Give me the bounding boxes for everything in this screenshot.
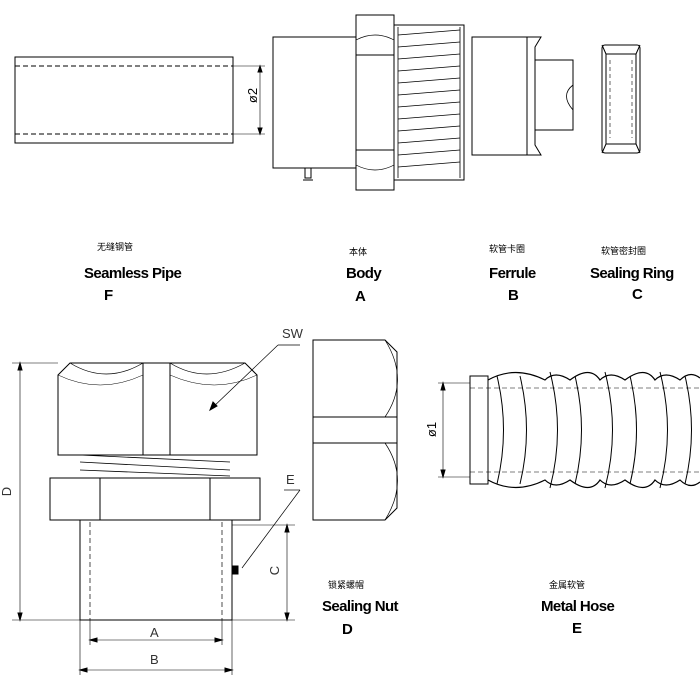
part-en-sealing-nut: Sealing Nut bbox=[322, 598, 399, 615]
body-drawing bbox=[272, 14, 465, 191]
part-code-b: B bbox=[508, 287, 519, 304]
part-code-f: F bbox=[104, 287, 114, 304]
part-cn-ferrule: 软管卡圈 bbox=[489, 244, 526, 254]
assembled-fitting-drawing bbox=[12, 344, 301, 675]
part-en-sealing-ring: Sealing Ring bbox=[590, 265, 674, 282]
part-en-seamless-pipe: Seamless Pipe bbox=[84, 265, 182, 282]
part-cn-metal-hose: 金属软管 bbox=[549, 580, 586, 590]
ferrule-drawing bbox=[471, 36, 574, 156]
part-code-c: C bbox=[632, 286, 643, 303]
part-code-e: E bbox=[572, 620, 583, 637]
part-code-d: D bbox=[342, 621, 353, 638]
part-cn-sealing-ring: 软管密封圈 bbox=[601, 246, 647, 256]
part-cn-body: 本体 bbox=[349, 247, 368, 257]
part-cn-seamless-pipe: 无缝钢管 bbox=[97, 242, 134, 252]
dimension-phi1: ø1 bbox=[424, 421, 440, 438]
dimension-phi2: ø2 bbox=[245, 87, 261, 104]
dimension-sw: SW bbox=[282, 326, 303, 341]
seamless-pipe-drawing bbox=[14, 56, 265, 144]
part-en-ferrule: Ferrule bbox=[489, 265, 536, 282]
sealing-ring-drawing bbox=[601, 44, 641, 154]
dimension-c: C bbox=[267, 565, 283, 576]
part-en-metal-hose: Metal Hose bbox=[541, 598, 615, 615]
sealing-nut-drawing bbox=[312, 339, 398, 521]
dimension-d: D bbox=[0, 486, 15, 497]
part-cn-sealing-nut: 锁紧螺帽 bbox=[328, 580, 365, 590]
part-en-body: Body bbox=[346, 265, 382, 282]
metal-hose-drawing bbox=[438, 371, 700, 489]
dimension-b: B bbox=[150, 652, 159, 667]
part-code-a: A bbox=[355, 288, 366, 305]
dimension-e: E bbox=[286, 472, 295, 487]
dimension-a: A bbox=[150, 625, 159, 640]
